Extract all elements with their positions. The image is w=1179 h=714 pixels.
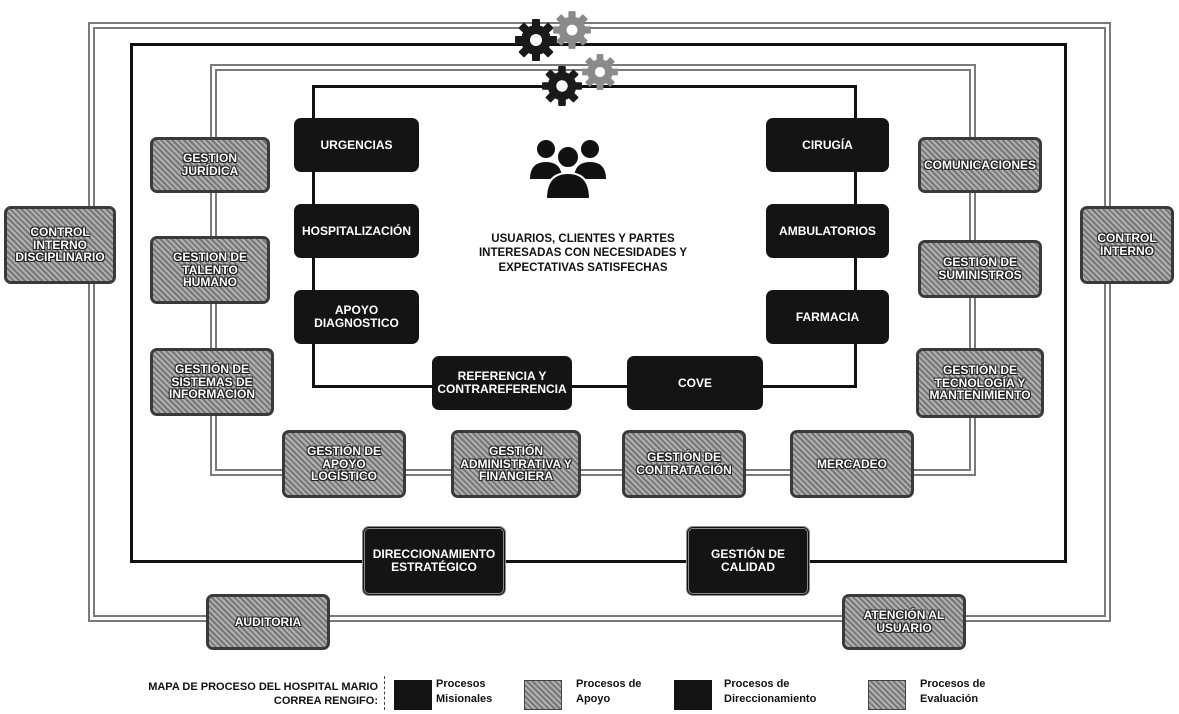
process-referencia: REFERENCIA Y CONTRAREFERENCIA	[432, 356, 572, 410]
legend-label-evaluacion: Procesos de Evaluación	[920, 678, 986, 705]
process-apoyo-logistico: GESTIÓN DE APOYO LOGÍSTICO	[282, 430, 406, 498]
center-statement: USUARIOS, CLIENTES Y PARTES INTERESADAS …	[478, 233, 688, 274]
process-contratacion: GESTIÓN DE CONTRATACIÓN	[622, 430, 746, 498]
process-auditoria: AUDITORIA	[206, 594, 330, 650]
process-apoyo-diagnostico: APOYO DIAGNOSTICO	[294, 290, 419, 344]
process-cove: COVE	[627, 356, 763, 410]
legend-label-misionales: Procesos Misionales	[436, 678, 493, 705]
process-mercadeo: MERCADEO	[790, 430, 914, 498]
direction-frame	[130, 43, 1067, 563]
process-administrativa-financiera: GESTIÓN ADMINISTRATIVA Y FINANCIERA	[451, 430, 581, 498]
evaluation-frame	[88, 22, 1111, 622]
legend-title: MAPA DE PROCESO DEL HOSPITAL MARIO CORRE…	[148, 681, 378, 708]
process-control-interno: CONTROL INTERNO	[1080, 206, 1174, 284]
process-direccionamiento-estrategico: DIRECCIONAMIENTO ESTRATÉGICO	[362, 526, 506, 596]
process-gestion-juridica: GESTION JURÍDICA	[150, 137, 270, 193]
legend-label-apoyo: Procesos de Apoyo	[576, 678, 642, 705]
process-tecnologia-mantenimiento: GESTIÓN DE TECNOLOGÍA Y MANTENIMIENTO	[916, 348, 1044, 418]
process-hospitalizacion: HOSPITALIZACIÓN	[294, 204, 419, 258]
process-cirugia: CIRUGÍA	[766, 118, 889, 172]
process-ambulatorios: AMBULATORIOS	[766, 204, 889, 258]
process-sistemas-informacion: GESTIÓN DE SISTEMAS DE INFORMACIÓN	[150, 348, 274, 416]
process-farmacia: FARMACIA	[766, 290, 889, 344]
legend-divider	[384, 676, 385, 710]
legend-swatch-direccionamiento	[674, 680, 712, 710]
process-suministros: GESTIÓN DE SUMINISTROS	[918, 240, 1042, 298]
users-group-icon	[530, 140, 606, 200]
process-control-interno-disciplinario: CONTROL INTERNO DISCIPLINARIO	[4, 206, 116, 284]
legend-swatch-evaluacion	[868, 680, 906, 710]
process-atencion-usuario: ATENCIÓN AL USUARIO	[842, 594, 966, 650]
process-urgencias: URGENCIAS	[294, 118, 419, 172]
process-comunicaciones: COMUNICACIONES	[918, 137, 1042, 193]
process-talento-humano: GESTION DE TALENTO HUMANO	[150, 236, 270, 304]
process-gestion-calidad: GESTIÓN DE CALIDAD	[686, 526, 810, 596]
gears-icon	[515, 11, 618, 106]
legend-swatch-misionales	[394, 680, 432, 710]
legend-swatch-apoyo	[524, 680, 562, 710]
legend-label-direccionamiento: Procesos de Direccionamiento	[724, 678, 817, 705]
